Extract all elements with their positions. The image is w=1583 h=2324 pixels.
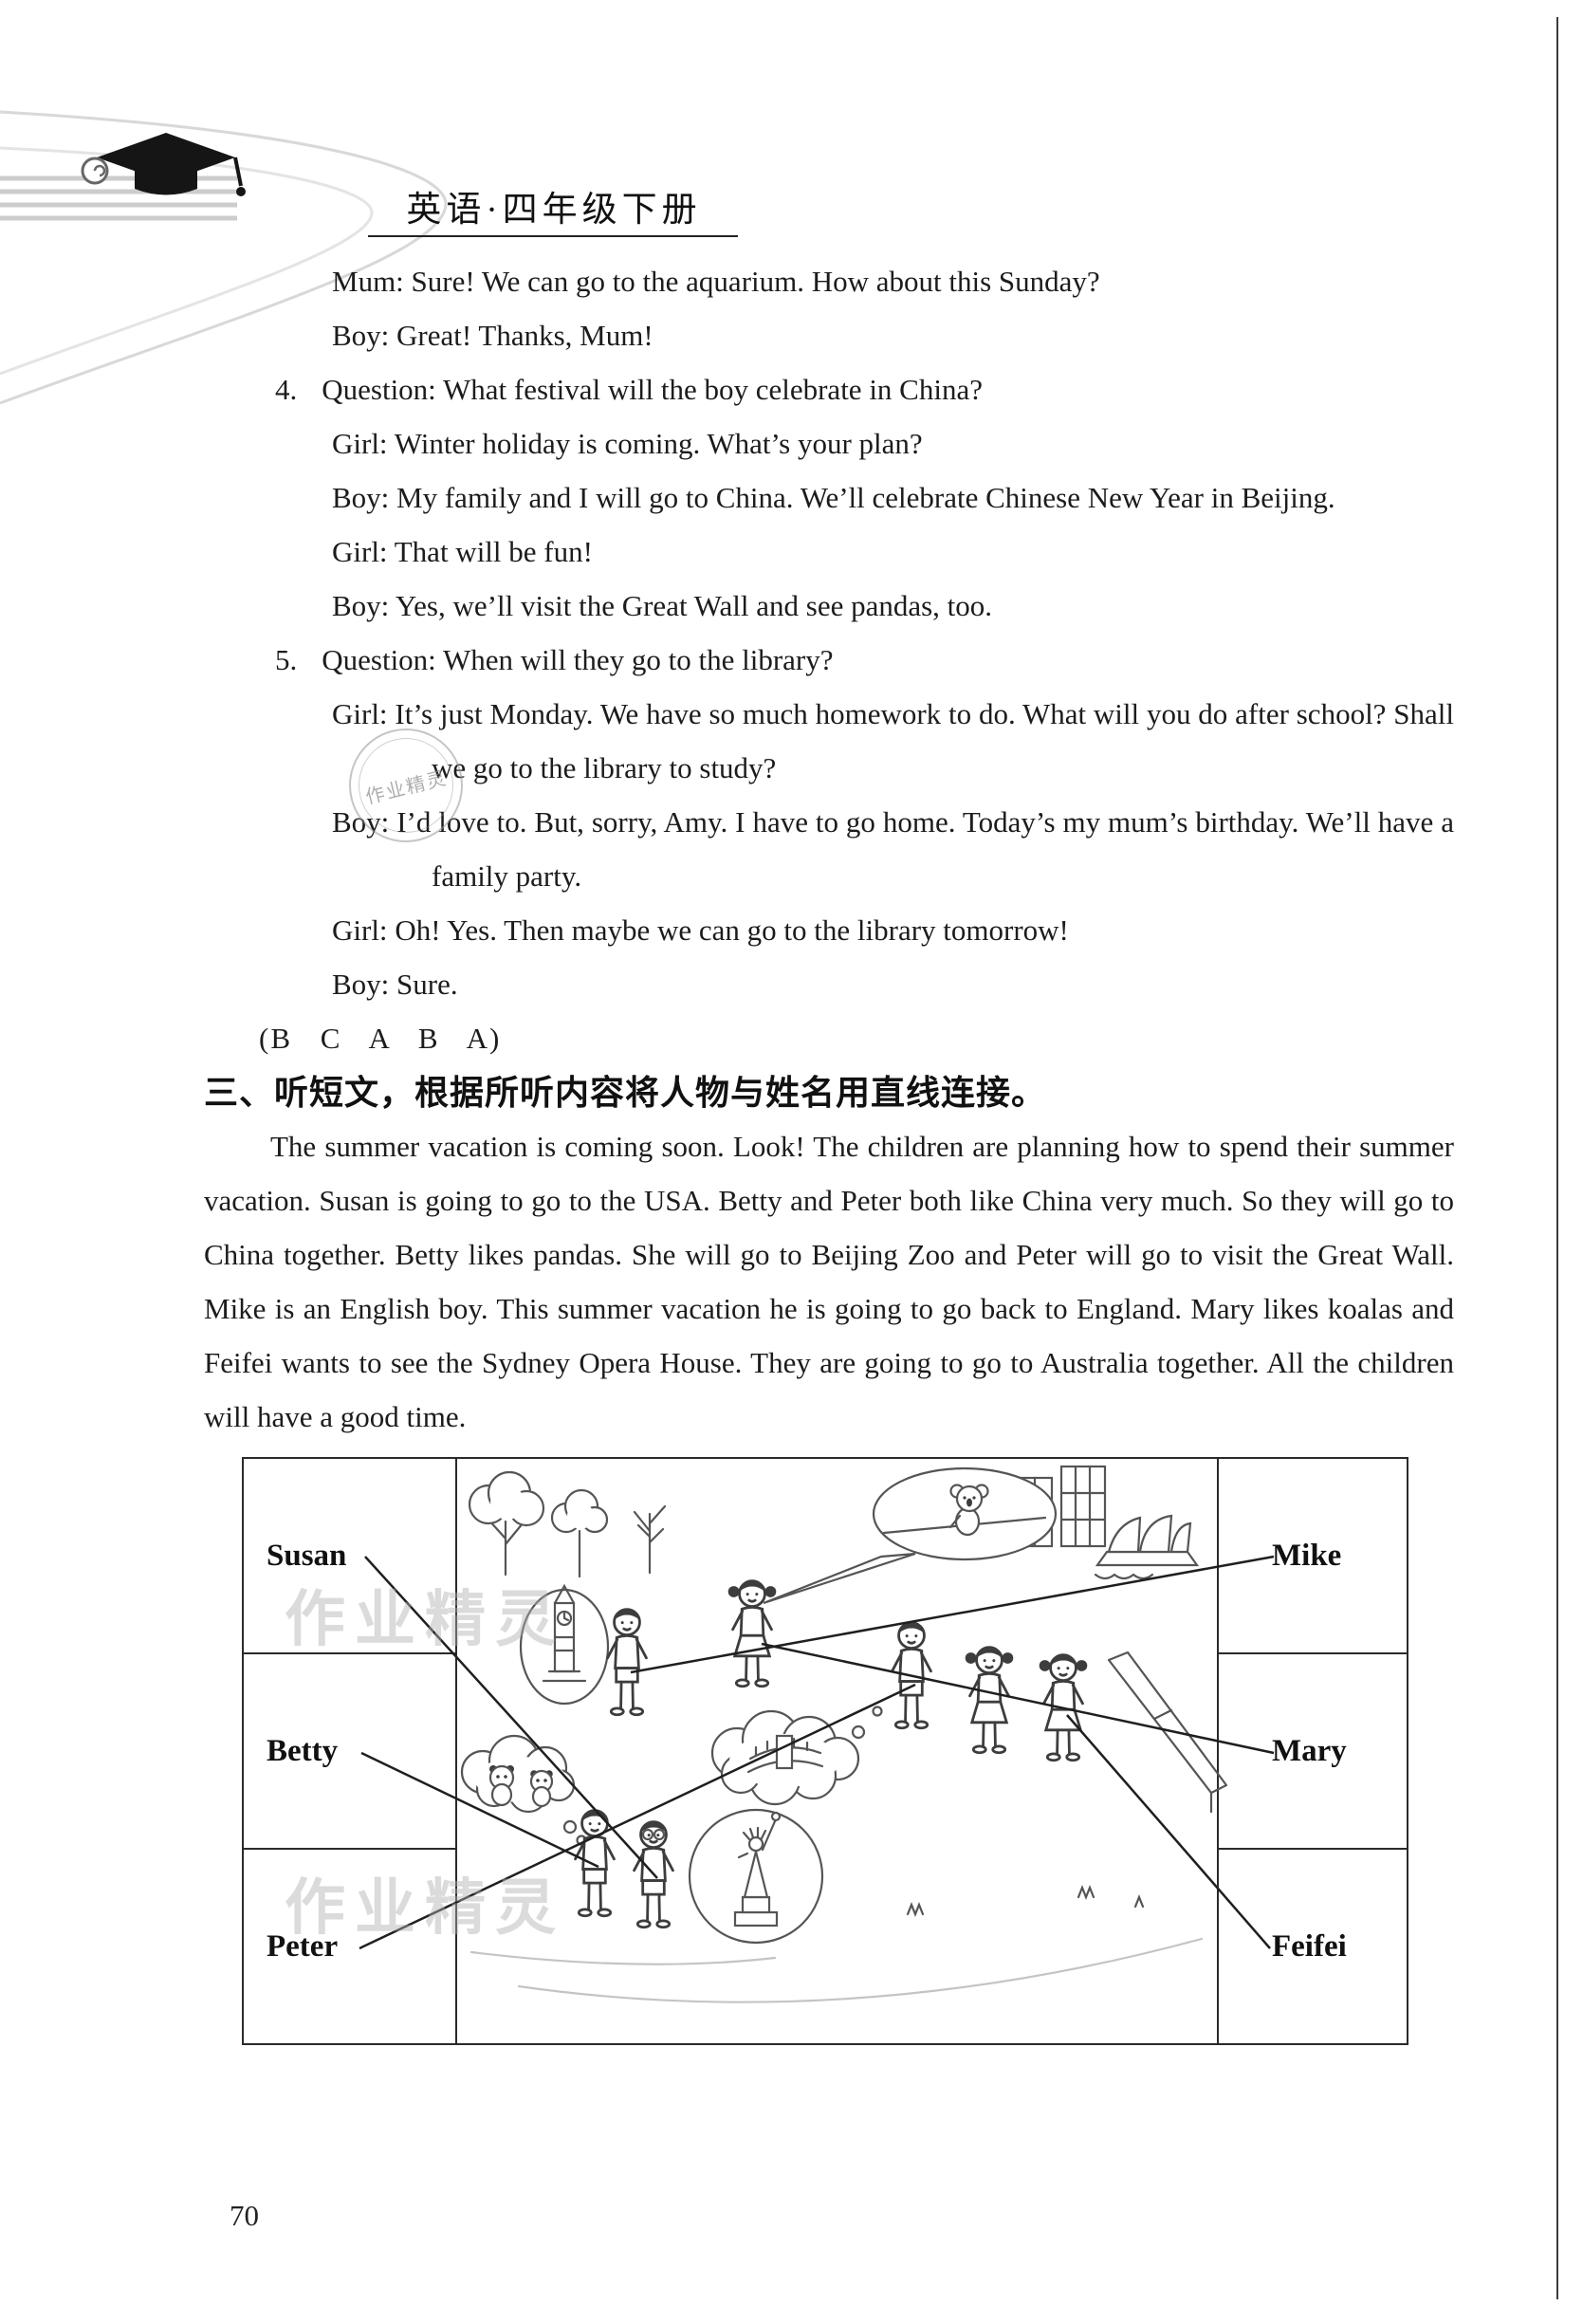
entry-speaker: Question: (322, 373, 443, 406)
page-number: 70 (230, 2199, 259, 2232)
transcript-line: 5. Question: When will they go to the lib… (204, 633, 1454, 687)
transcript-line: Girl: That will be fun! (204, 525, 1454, 579)
entry-speaker: Boy: (332, 968, 397, 1001)
page-edge-rule (1556, 17, 1558, 2299)
transcript-line: Girl: Winter holiday is coming. What’s y… (204, 416, 1454, 470)
transcript-line: Boy: Yes, we’ll visit the Great Wall and… (204, 579, 1454, 633)
entry-text: It’s just Monday. We have so much homewo… (395, 697, 1454, 784)
entry-text: I’d love to. But, sorry, Amy. I have to … (396, 805, 1454, 893)
entry-speaker: Boy: (332, 589, 396, 622)
entry-speaker: Girl: (332, 913, 396, 947)
section3-heading: 三、听短文，根据所听内容将人物与姓名用直线连接。 (204, 1073, 1047, 1112)
transcript-line: Boy: My family and I will go to China. W… (204, 470, 1454, 525)
entry-text: Yes, we’ll visit the Great Wall and see … (395, 589, 993, 622)
entry-speaker: Boy: (332, 481, 397, 514)
page-content: Mum: Sure! We can go to the aquarium. Ho… (204, 254, 1454, 2045)
name-label-susan: Susan (244, 1459, 455, 1654)
listening-passage: The summer vacation is coming soon. Look… (204, 1130, 1454, 1433)
entry-speaker: Question: (322, 643, 443, 676)
transcript-line: Girl: Oh! Yes. Then maybe we can go to t… (204, 903, 1454, 957)
matching-exercise-box: Susan Betty Peter Mike Mary Feifei (242, 1457, 1408, 2045)
transcript-line: Girl: It’s just Monday. We have so much … (204, 687, 1454, 795)
swoosh-curve-inner (0, 146, 374, 376)
left-name-column: Susan Betty Peter (244, 1459, 457, 2043)
book-title: 英语·四年级下册 (406, 191, 702, 230)
entry-text: Winter holiday is coming. What’s your pl… (394, 427, 923, 460)
transcript-line: Boy: I’d love to. But, sorry, Amy. I hav… (204, 795, 1454, 903)
entry-speaker: Girl: (332, 697, 396, 730)
name-label-mary: Mary (1219, 1654, 1407, 1850)
entry-speaker: Boy: (332, 319, 397, 352)
name-label-betty: Betty (244, 1654, 455, 1850)
entry-text: Great! Thanks, Mum! (396, 319, 653, 352)
name-label-feifei: Feifei (1272, 1928, 1347, 1964)
transcript-line: Boy: Great! Thanks, Mum! (204, 308, 1454, 362)
entry-text: That will be fun! (394, 535, 593, 568)
speed-lines (0, 175, 237, 221)
entry-speaker: Boy: (332, 805, 397, 839)
name-label-peter: Peter (267, 1928, 339, 1964)
transcript-line: 4. Question: What festival will the boy c… (204, 362, 1454, 416)
name-label-mike: Mike (1219, 1459, 1407, 1654)
graduation-cap-icon (81, 133, 246, 196)
right-name-column: Mike Mary Feifei (1217, 1459, 1407, 2043)
entry-text: Sure! We can go to the aquarium. How abo… (411, 265, 1100, 298)
entry-text: Oh! Yes. Then maybe we can go to the lib… (395, 913, 1069, 947)
transcript-entries: Mum: Sure! We can go to the aquarium. Ho… (204, 254, 1454, 1011)
entry-speaker: Girl: (332, 535, 395, 568)
illustration-area (457, 1459, 1217, 2043)
entry-number: 4. (275, 373, 298, 406)
entry-number: 5. (275, 643, 298, 676)
title-underline (368, 235, 738, 237)
transcript-line: Mum: Sure! We can go to the aquarium. Ho… (204, 254, 1454, 308)
entry-speaker: Girl: (332, 427, 395, 460)
transcript-line: Boy: Sure. (204, 957, 1454, 1011)
entry-text: When will they go to the library? (443, 643, 834, 676)
entry-text: Sure. (396, 968, 458, 1001)
entry-text: My family and I will go to China. We’ll … (396, 481, 1335, 514)
entry-text: What festival will the boy celebrate in … (443, 373, 983, 406)
swoosh-curve (0, 110, 448, 405)
answer-key: (B C A B A) (259, 1022, 502, 1055)
entry-speaker: Mum: (332, 265, 412, 298)
header-decoration (0, 110, 448, 405)
